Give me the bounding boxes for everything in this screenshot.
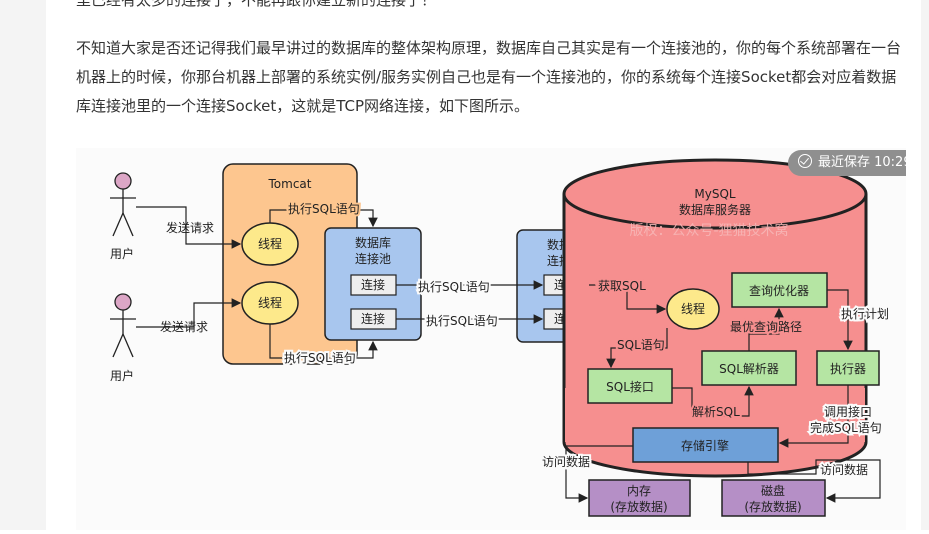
app-connection-label-2: 连接	[361, 311, 385, 326]
sql-interface-box	[587, 368, 673, 404]
app-pool-title-2: 连接池	[355, 251, 391, 266]
access-data-label-2: 访问数据	[820, 462, 868, 477]
best-path-arrow	[748, 307, 784, 351]
thread-label-1: 线程	[258, 236, 282, 251]
request-arrow-1	[136, 206, 242, 249]
parse-sql-label: 解析SQL	[692, 405, 740, 419]
check-circle-icon	[798, 154, 812, 168]
access-memory-arrow	[565, 445, 633, 503]
user-label-1: 用户	[110, 246, 134, 261]
architecture-figure: 用户 用户 Tomcat 线程 线程 发送请求 发送请求 数据库 连接池 连接 …	[76, 148, 906, 530]
page-gutter-left	[0, 0, 46, 530]
parse-sql-arrow	[672, 385, 754, 417]
executor-box	[816, 350, 880, 386]
db-thread-label: 线程	[681, 301, 705, 316]
query-optimizer-label: 查询优化器	[749, 284, 809, 298]
exec-sql-label-mid-2: 执行SQL语句	[426, 314, 498, 328]
save-status-text: 最近保存 10:29	[818, 155, 906, 170]
exec-sql-arrow-bottom	[269, 324, 378, 359]
request-arrow-2	[136, 298, 242, 328]
architecture-diagram: 用户 用户 Tomcat 线程 线程 发送请求 发送请求 数据库 连接池 连接 …	[110, 158, 891, 517]
app-connection-label-1: 连接	[361, 277, 385, 292]
exec-sql-arrow-top	[269, 209, 378, 228]
sql-parser-box	[701, 350, 797, 386]
app-pool-title-1: 数据库	[355, 235, 391, 250]
article-paragraph-2: 不知道大家是否还记得我们最早讲过的数据库的整体架构原理，数据库自己其实是有一个连…	[76, 39, 902, 115]
exec-sql-label-mid-1: 执行SQL语句	[418, 280, 490, 294]
sql-parser-label: SQL解析器	[719, 362, 779, 376]
mysql-subtitle: 数据库服务器	[679, 202, 751, 217]
send-request-label-1: 发送请求	[166, 220, 214, 235]
disk-box	[721, 479, 826, 517]
mysql-title: MySQL	[694, 187, 736, 201]
call-iface-arrow	[778, 385, 849, 448]
sql-stmt-label: SQL语句	[617, 338, 665, 352]
user-label-2: 用户	[110, 368, 134, 383]
executor-label: 执行器	[830, 362, 866, 376]
exec-plan-label: 执行计划	[841, 307, 889, 321]
storage-engine-label: 存储引擎	[681, 438, 729, 453]
get-sql-arrow	[589, 284, 667, 314]
exec-plan-arrow	[827, 289, 853, 351]
sql-stmt-arrow	[606, 328, 668, 369]
memory-label-1: 内存	[627, 484, 651, 498]
exec-sql-label-bottom: 执行SQL语句	[284, 351, 356, 365]
query-optimizer-box	[731, 272, 828, 308]
watermark: 版权：公众号-狸猫技术窝	[629, 222, 788, 239]
page-gutter-right	[921, 0, 929, 530]
call-iface-label-2: 完成SQL语句	[810, 420, 882, 435]
disk-label-1: 磁盘	[761, 483, 785, 498]
disk-label-2: (存放数据)	[744, 499, 801, 514]
article-paragraph-1: 里已经有太多的连接了，不能再跟你建立新的连接了！	[76, 0, 437, 9]
storage-engine-box	[632, 427, 779, 463]
access-data-label-1: 访问数据	[542, 454, 590, 469]
memory-label-2: (存放数据)	[610, 499, 667, 514]
tomcat-label: Tomcat	[268, 177, 312, 191]
get-sql-label: 获取SQL	[598, 279, 646, 293]
sql-interface-label: SQL接口	[606, 379, 654, 394]
thread-label-2: 线程	[258, 295, 282, 310]
memory-box	[588, 479, 691, 517]
exec-sql-label-top: 执行SQL语句	[288, 202, 360, 216]
best-path-label: 最优查询路径	[730, 319, 802, 334]
user-figure-1	[110, 172, 136, 237]
user-figure-2	[110, 293, 136, 358]
send-request-label-2: 发送请求	[160, 319, 208, 334]
save-status-badge[interactable]: 最近保存 10:29	[788, 150, 906, 176]
access-disk-arrow	[747, 459, 881, 503]
call-iface-label-1: 调用接口	[824, 404, 872, 419]
db-thread-node	[666, 288, 720, 330]
